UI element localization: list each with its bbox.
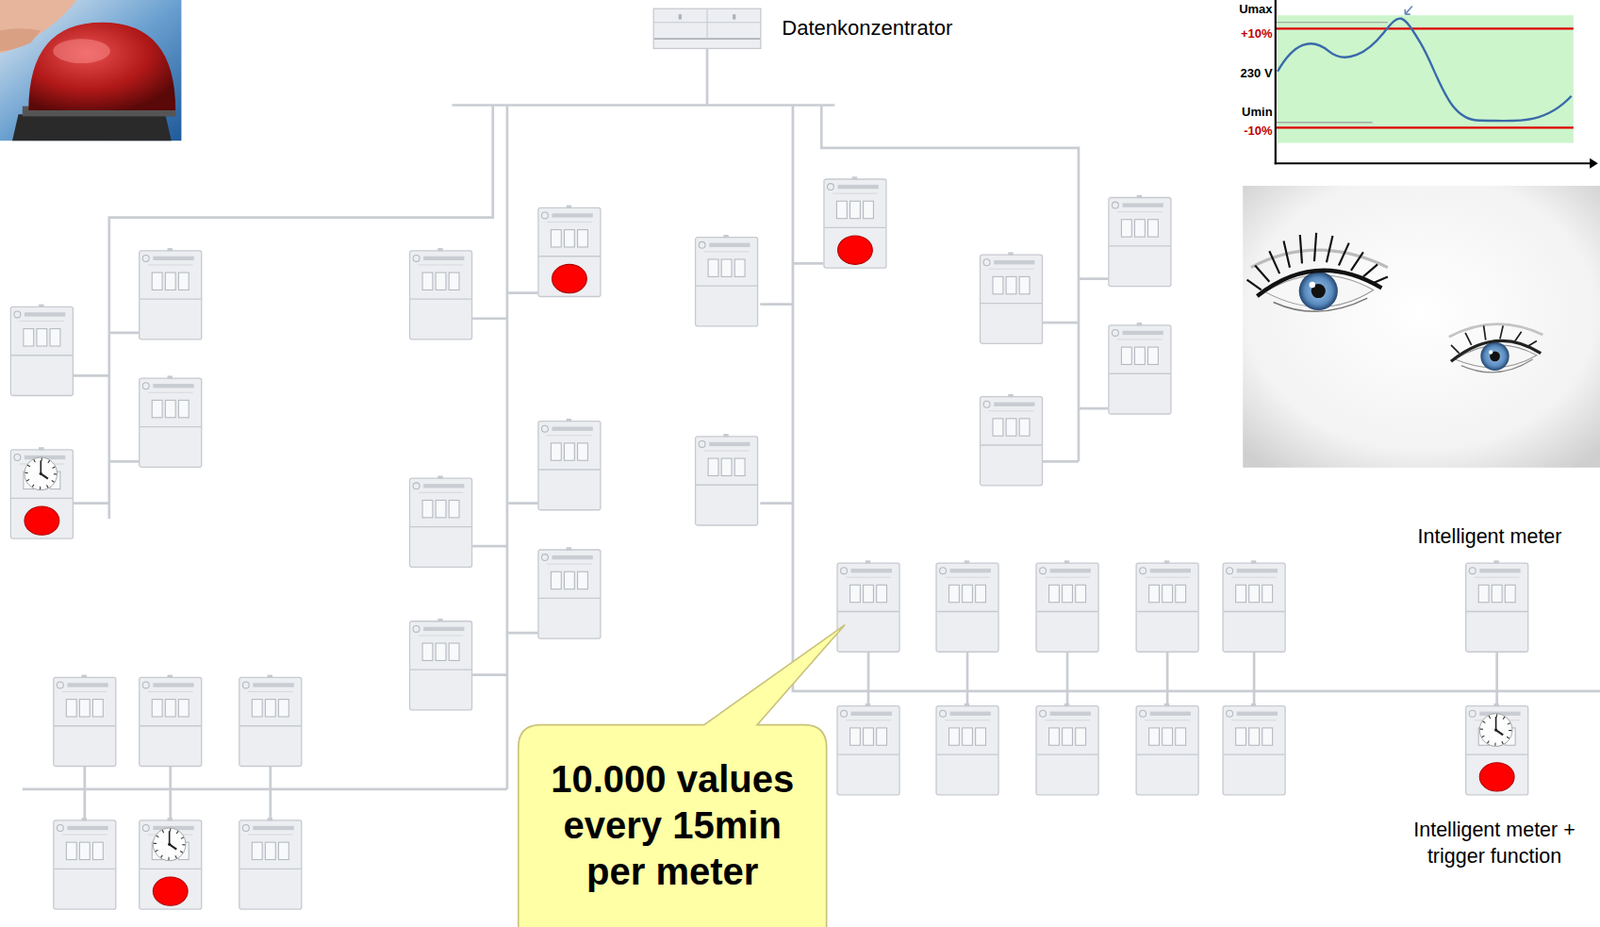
red-dot — [152, 876, 188, 906]
meter — [139, 375, 202, 467]
concentrator-icon — [653, 8, 761, 49]
meter — [837, 560, 900, 652]
red-dot — [838, 235, 874, 264]
meter — [410, 618, 473, 710]
axis-label: Umax — [1220, 1, 1272, 17]
node-label: Intelligent meter — [1385, 524, 1594, 551]
meter — [139, 247, 202, 340]
meter — [139, 675, 202, 767]
meter — [936, 560, 999, 652]
eye-photo — [1242, 185, 1600, 468]
meter — [53, 675, 116, 767]
meter — [53, 817, 116, 909]
axis-label: +10% — [1220, 26, 1272, 41]
meter — [538, 418, 601, 511]
meter — [410, 247, 473, 340]
meter — [139, 817, 202, 909]
emergency-button-photo — [0, 0, 182, 141]
meter — [1108, 322, 1172, 414]
meter — [1108, 195, 1172, 287]
meter — [239, 817, 302, 909]
voltage-chart — [1274, 0, 1599, 169]
clock-symbol — [1479, 713, 1513, 747]
meter — [824, 176, 887, 268]
meter — [10, 304, 73, 396]
meter — [1036, 703, 1099, 795]
node-label: Datenkonzentrator — [781, 15, 953, 43]
meter — [538, 205, 601, 297]
data-concentrator: Datenkonzentrator — [653, 8, 762, 50]
meter — [1222, 703, 1286, 795]
callout-text: 10.000 values every 15min per meter — [537, 756, 809, 894]
meter — [1036, 560, 1099, 652]
axis-label: -10% — [1220, 123, 1272, 138]
node-label: Intelligent meter + trigger function — [1395, 817, 1594, 871]
meter — [1466, 560, 1529, 652]
axis-label: Umin — [1220, 104, 1272, 119]
axis-label: 230 V — [1215, 65, 1273, 81]
bus-wires — [22, 49, 1600, 820]
clock-symbol — [24, 457, 58, 491]
meter — [936, 703, 999, 795]
red-dot — [552, 263, 588, 293]
meter — [239, 675, 302, 767]
intelligent-meter: Intelligent meter — [1465, 561, 1529, 652]
meter — [1466, 703, 1529, 795]
meter — [980, 251, 1043, 344]
meter — [410, 475, 473, 567]
meter — [10, 446, 73, 539]
red-dot — [24, 506, 60, 535]
meter — [1136, 703, 1199, 795]
meter — [837, 703, 900, 795]
clock-symbol — [152, 827, 186, 861]
callout-shape — [518, 625, 845, 927]
meter — [980, 394, 1043, 486]
red-dot — [1479, 762, 1515, 792]
meter-group — [10, 176, 1528, 909]
trigger-meter: Intelligent meter + trigger function — [1465, 705, 1529, 795]
meter — [538, 546, 601, 639]
meter — [1222, 560, 1286, 652]
meter — [695, 433, 759, 526]
callout-bubble: 10.000 values every 15min per meter — [518, 724, 827, 926]
meter — [695, 234, 759, 327]
meter — [1136, 560, 1199, 652]
